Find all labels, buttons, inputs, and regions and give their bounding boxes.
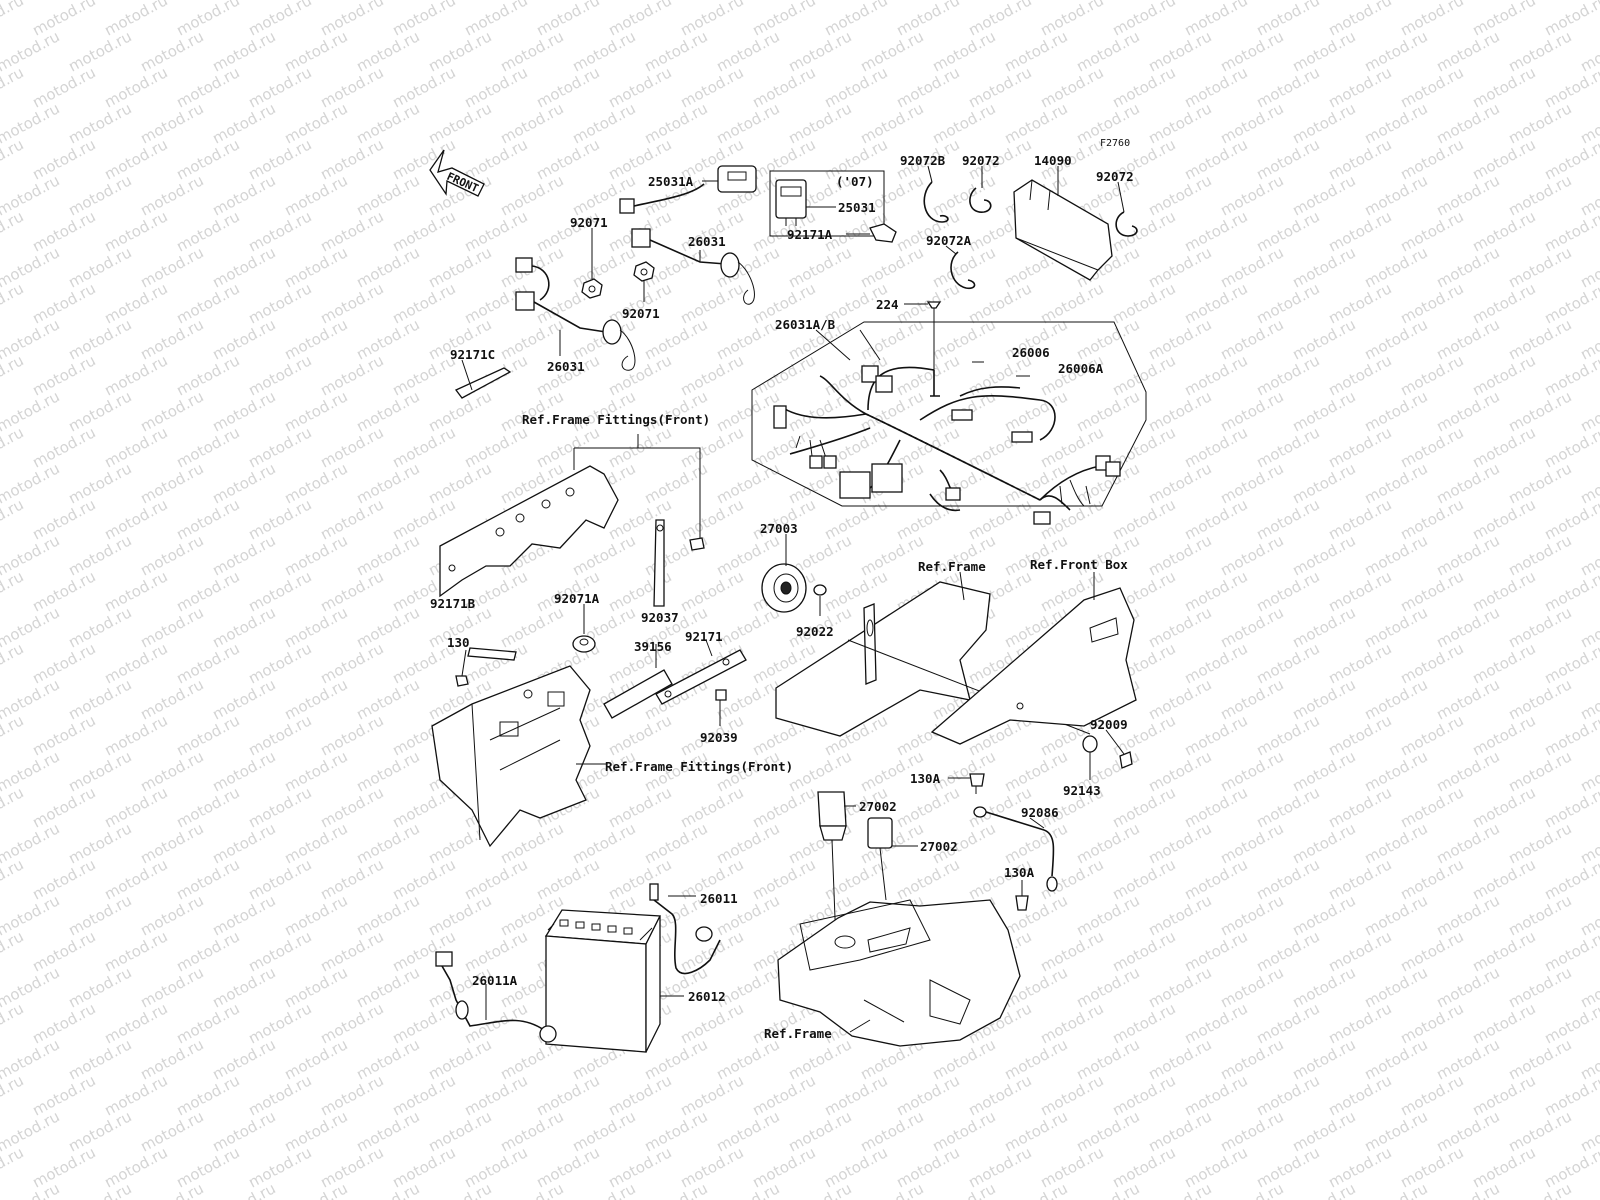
ground-wire-92086 xyxy=(948,773,1058,911)
callout-ref-front-box: Ref.Front Box xyxy=(1030,557,1128,572)
strap-92171C xyxy=(454,359,512,399)
main-harness-frame xyxy=(751,321,1147,507)
callout-ref-frame-2: Ref.Frame xyxy=(764,1026,832,1041)
callout-92009: 92009 xyxy=(1090,717,1128,732)
watermark-text: motod.ru xyxy=(1577,0,1600,4)
callout-26006A: 26006A xyxy=(1058,361,1104,376)
callout-26031AB: 26031A/B xyxy=(775,317,836,332)
battery-cable-26011A xyxy=(435,951,557,1043)
callout-ref-ff-front-1: Ref.Frame Fittings(Front) xyxy=(522,412,711,427)
callout-92037: 92037 xyxy=(641,610,679,625)
callout-27002-a: 27002 xyxy=(859,799,897,814)
callout-26031-top: 26031 xyxy=(688,234,726,249)
callout-27003: 27003 xyxy=(760,521,798,536)
callout-92143: 92143 xyxy=(1063,783,1101,798)
callout-26006: 26006 xyxy=(1012,345,1050,360)
frame-fittings-front-lower xyxy=(431,665,606,848)
callout-130A-a: 130A xyxy=(910,771,941,786)
callout-92171A: 92171A xyxy=(787,227,833,242)
callout-92039: 92039 xyxy=(700,730,738,745)
callout-92071-b: 92071 xyxy=(622,306,660,321)
callout-92072-b: 92072 xyxy=(1096,169,1134,184)
callout-92072B: 92072B xyxy=(900,153,946,168)
callout-14090: 14090 xyxy=(1034,153,1072,168)
callout-39156: 39156 xyxy=(634,639,672,654)
callout-92072-a: 92072 xyxy=(962,153,1000,168)
battery-26012 xyxy=(544,909,684,1053)
callout-27002-b: 27002 xyxy=(920,839,958,854)
callout-26012: 26012 xyxy=(688,989,726,1004)
callout-26031-left: 26031 xyxy=(547,359,585,374)
callout-25031A: 25031A xyxy=(648,174,694,189)
ref-frame-bottom xyxy=(777,899,1021,1047)
callout-ref-frame-1: Ref.Frame xyxy=(918,559,986,574)
callout-07: ('07) xyxy=(836,174,874,189)
callout-92171B: 92171B xyxy=(430,596,476,611)
horn-27003 xyxy=(761,534,827,616)
figure-code: F2760 xyxy=(1100,138,1131,149)
bolt-224 xyxy=(904,301,942,370)
bracket-92037 xyxy=(653,519,705,607)
main-wiring-harness xyxy=(773,329,1121,525)
callout-26011: 26011 xyxy=(700,891,738,906)
sub-harness-left xyxy=(515,257,636,371)
callout-130-a: 130 xyxy=(447,635,470,650)
callout-ref-ff-front-2: Ref.Frame Fittings(Front) xyxy=(605,759,794,774)
callout-26011A: 26011A xyxy=(472,973,518,988)
callout-92171: 92171 xyxy=(685,629,723,644)
callout-92171C: 92171C xyxy=(450,347,496,362)
callout-92071A: 92071A xyxy=(554,591,600,606)
callout-92086: 92086 xyxy=(1021,805,1059,820)
callout-92072A: 92072A xyxy=(926,233,972,248)
clamp-92171A xyxy=(846,223,897,243)
callout-92071-a: 92071 xyxy=(570,215,608,230)
hour-meter-part xyxy=(702,165,757,193)
callout-92022: 92022 xyxy=(796,624,834,639)
callout-224: 224 xyxy=(876,297,899,312)
callout-25031: 25031 xyxy=(838,200,876,215)
callout-130A-b: 130A xyxy=(1004,865,1035,880)
